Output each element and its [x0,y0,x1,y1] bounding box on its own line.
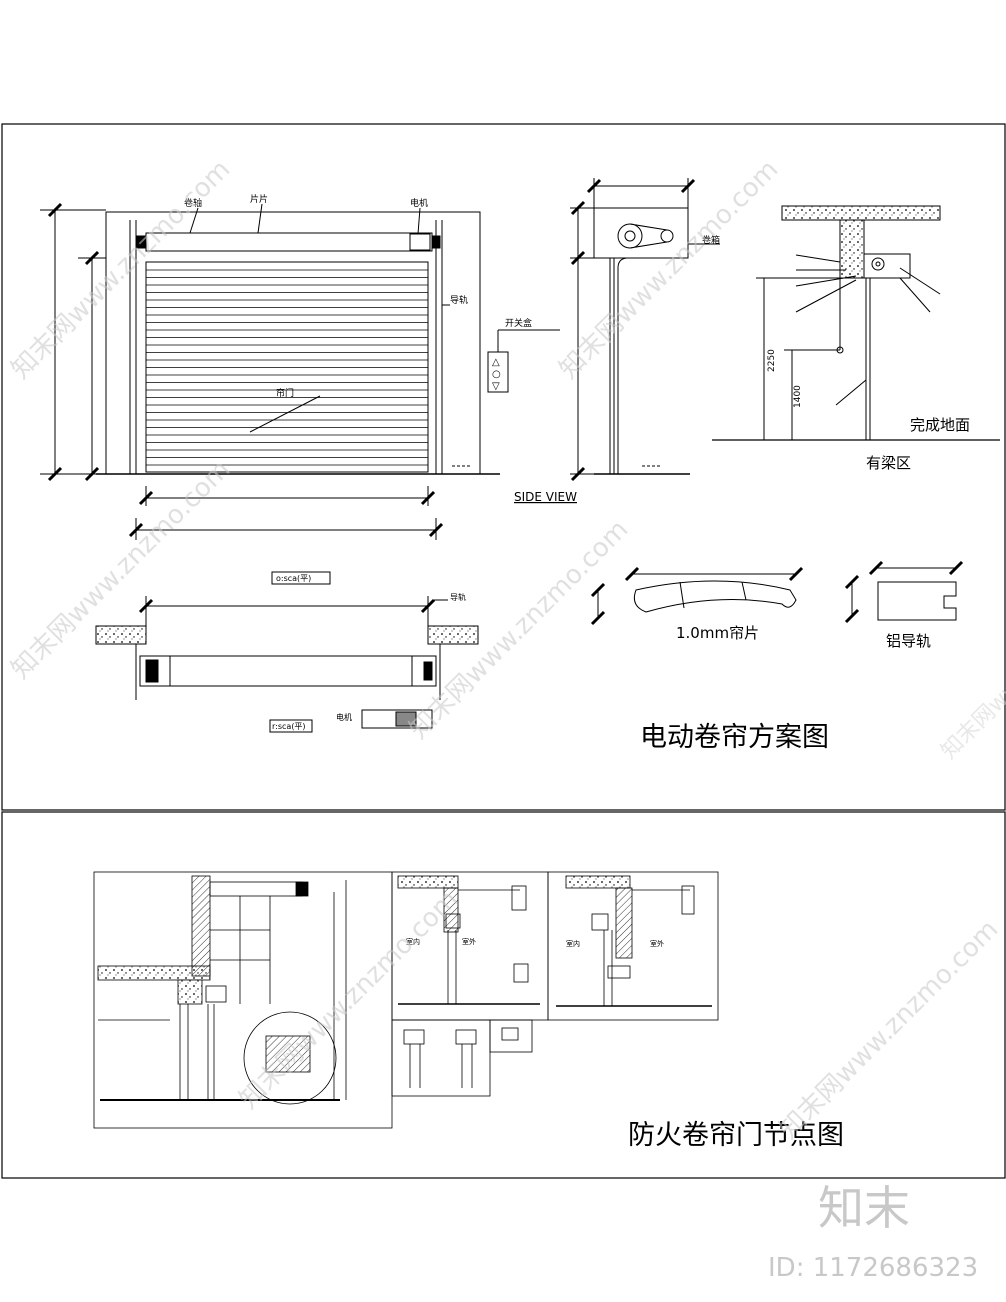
detail-outdoor-label-1: 室外 [462,937,476,946]
watermark-logo: 知末 [818,1181,910,1235]
section-dim-1400: 1400 [793,385,803,408]
top-sheet-frame [1,123,1006,811]
side-view [570,178,720,482]
plan-label-guide-rail: 导轨 [450,592,466,602]
watermark-text-7: 知末网www.znzmo.com [937,569,1006,764]
bottom-sheet-frame [1,811,1006,1179]
plan-label-motor: 电机 [336,712,352,722]
section-dim-2250: 2250 [767,349,777,372]
label-guide-rail: 导轨 [450,294,468,306]
section-finish-floor: 完成地面 [910,416,970,434]
bottom-sheet-title: 防火卷帘门节点图 [628,1120,844,1151]
watermark-text-2: 知末网www.znzmo.com [554,154,785,385]
label-motor: 电机 [410,197,428,209]
plan-scale-tag-2: r:sca(平) [272,722,306,731]
plan-scale-tag-1: o:sca(平) [276,574,311,583]
label-curtain: 帘门 [276,387,294,399]
rail-detail [844,560,964,624]
label-control-box: 开关盒 [505,317,532,329]
watermark-text-5: 知末网www.znzmo.com [234,884,465,1115]
rail-detail-caption: 铝导轨 [886,632,931,650]
fire-shutter-detail-4 [391,1019,533,1097]
control-button-down: ▽ [492,381,500,392]
fire-shutter-detail-2 [391,871,549,1021]
side-view-caption: SIDE VIEW [514,490,577,504]
top-sheet-title: 电动卷帘方案图 [640,722,829,753]
label-slat: 片片 [250,193,268,205]
label-roller: 卷轴 [184,197,202,209]
detail-indoor-label-2: 室内 [566,939,580,948]
plan-view [95,596,479,729]
front-elevation [40,202,560,540]
slat-detail [590,566,804,626]
section-beam-area: 有梁区 [866,454,911,472]
watermark-id: ID: 1172686323 [768,1253,978,1283]
beam-section [712,205,1000,441]
side-view-box-label: 卷箱 [702,234,720,246]
watermark-text-6: 知末网www.znzmo.com [774,914,1005,1145]
control-button-up: △ [492,357,500,368]
fire-shutter-detail-3 [547,871,719,1021]
control-button-stop: ○ [492,369,501,380]
detail-indoor-label-1: 室内 [406,937,420,946]
slat-detail-caption: 1.0mm帘片 [676,624,759,642]
detail-outdoor-label-2: 室外 [650,939,664,948]
watermark-text-3: 知末网www.znzmo.com [6,454,237,685]
plan-scale-tag-1-box [271,571,331,585]
plan-scale-tag-2-box [269,719,313,733]
